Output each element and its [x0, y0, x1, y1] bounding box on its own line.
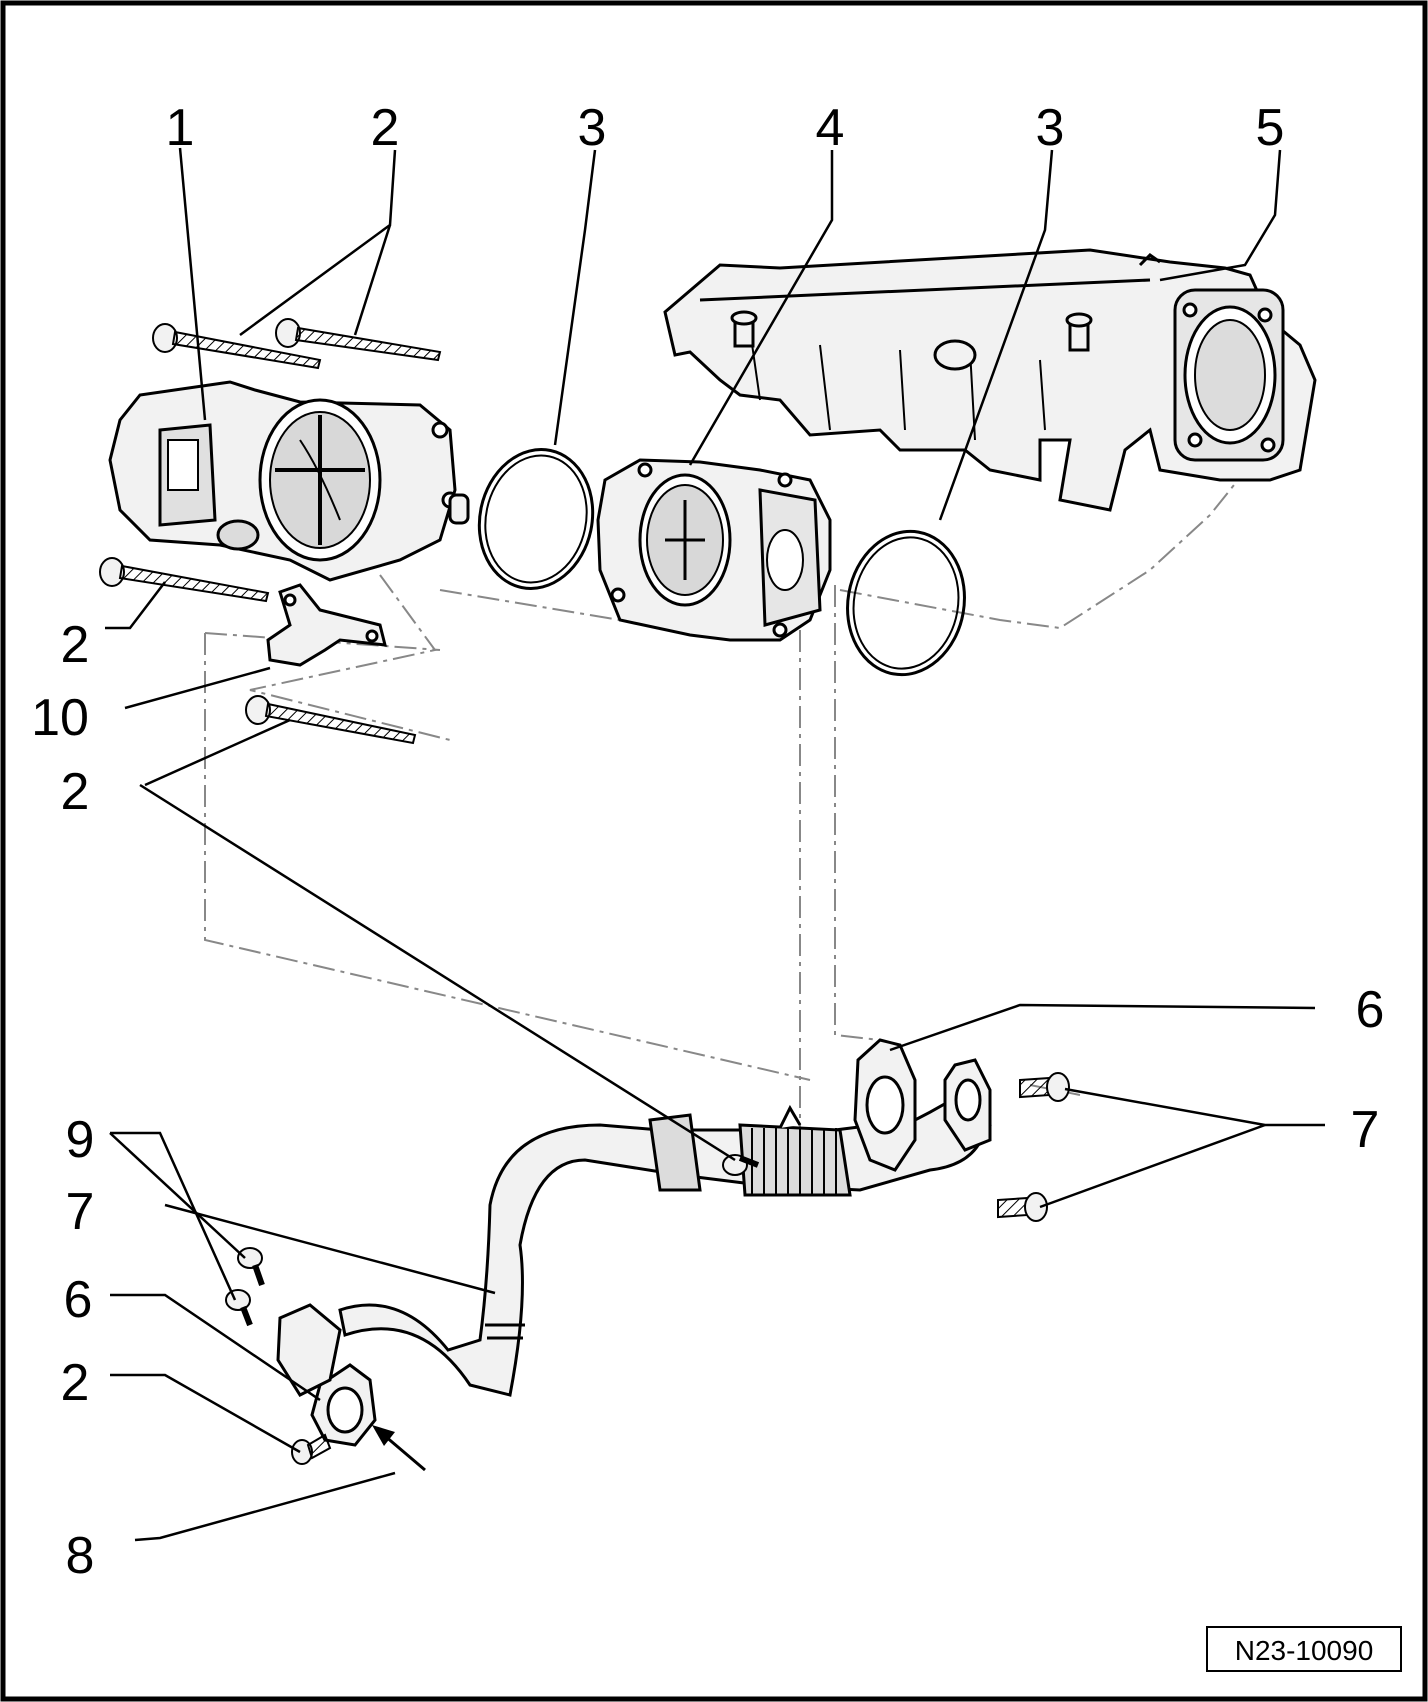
callout-2-top: 2: [370, 99, 400, 157]
callout-10: 10: [31, 689, 89, 747]
callout-9: 9: [65, 1111, 95, 1169]
callout-8: 8: [65, 1527, 95, 1585]
bolt-lower: [291, 1433, 332, 1465]
intermediate-flange: [596, 458, 832, 642]
flange-upper: [943, 1058, 992, 1152]
egr-pipe: [338, 1082, 992, 1397]
arrow-indicator: [372, 1425, 426, 1472]
callout-6-right: 6: [1355, 981, 1385, 1039]
callout-2-mid: 2: [60, 616, 90, 674]
o-ring-right: [846, 529, 966, 677]
callout-1: 1: [165, 99, 195, 157]
o-ring-left: [477, 448, 595, 590]
callout-5: 5: [1255, 99, 1285, 157]
callout-6-left: 6: [63, 1271, 93, 1329]
callout-4: 4: [815, 99, 845, 157]
gasket-upper: [853, 1038, 917, 1172]
short-bolts: [225, 1072, 1070, 1327]
bracket: [266, 583, 387, 667]
leader-lines: [105, 147, 1325, 1542]
gasket-lower: [276, 1303, 377, 1447]
reference-code-label: N23-10090: [1206, 1626, 1402, 1672]
callout-3-right: 3: [1035, 99, 1065, 157]
throttle-valve-module: [108, 380, 470, 582]
callout-2-bottom: 2: [60, 1354, 90, 1412]
callout-3-left: 3: [577, 99, 607, 157]
callout-7-right: 7: [1350, 1101, 1380, 1159]
callout-2-lower-mid: 2: [60, 763, 90, 821]
callout-7-left: 7: [65, 1183, 95, 1241]
long-bolts: [99, 318, 442, 745]
